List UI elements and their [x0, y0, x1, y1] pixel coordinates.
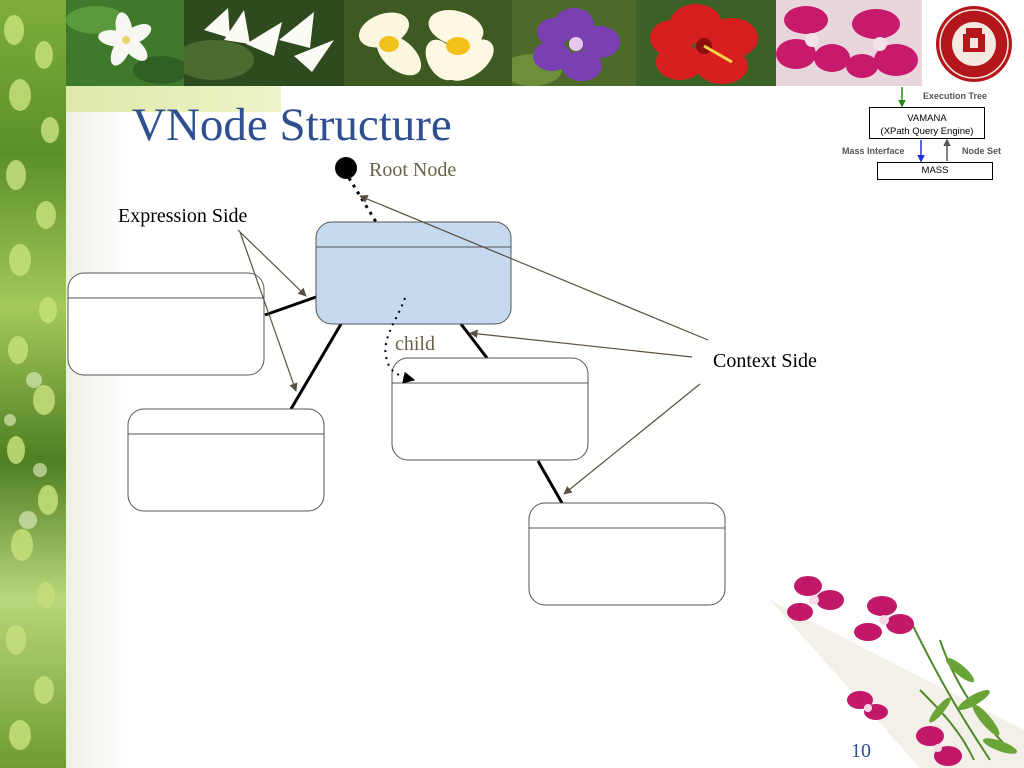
- white-tuberose-flower-image: [184, 0, 344, 86]
- node-main: [315, 221, 512, 325]
- execution-tree-label: Execution Tree: [923, 91, 988, 101]
- page-number: 10: [851, 740, 871, 762]
- left-foliage-image: [0, 0, 66, 768]
- node-child: [391, 357, 589, 461]
- expression-arrow-2: [239, 231, 298, 392]
- title-accent-band: [66, 86, 281, 112]
- yellow-plumeria-flower-image: [344, 0, 512, 86]
- node-context: [528, 502, 726, 606]
- node-set-label: Node Set: [962, 146, 1002, 156]
- mass-interface-label: Mass Interface: [842, 146, 905, 156]
- context-arrow-bottom: [563, 383, 701, 495]
- edge-node-child: [459, 323, 489, 359]
- edge-node-bottom-left: [289, 323, 343, 410]
- white-jasmine-flower-image: [66, 0, 184, 86]
- expression-arrow-1: [237, 229, 307, 297]
- architecture-arrows: [898, 87, 951, 163]
- child-label: child: [395, 333, 435, 355]
- context-arrow-root: [359, 195, 709, 341]
- mass-box: MASS: [877, 162, 993, 180]
- vamana-title: VAMANA: [907, 113, 947, 124]
- edge-child-to-context: [536, 460, 564, 504]
- root-node-label: Root Node: [369, 159, 457, 181]
- context-side-label: Context Side: [713, 350, 817, 372]
- expression-side-label: Expression Side: [118, 205, 248, 227]
- vamana-box: VAMANA (XPath Query Engine): [869, 107, 985, 139]
- vamana-subtitle: (XPath Query Engine): [880, 126, 974, 137]
- slide-title: VNode Structure: [132, 99, 452, 151]
- node-expression-left: [67, 272, 265, 376]
- root-node-dot: [335, 157, 357, 179]
- university-seal-logo: [932, 4, 1016, 84]
- pink-orchid-decoration: [760, 560, 1024, 768]
- purple-flower-image: [512, 0, 636, 86]
- node-expression-bottom: [127, 408, 325, 512]
- edge-node-left: [264, 295, 317, 317]
- left-fade: [66, 86, 126, 768]
- red-hibiscus-flower-image: [636, 0, 776, 86]
- pink-orchid-flower-image: [776, 0, 922, 86]
- context-arrow-node: [469, 329, 693, 358]
